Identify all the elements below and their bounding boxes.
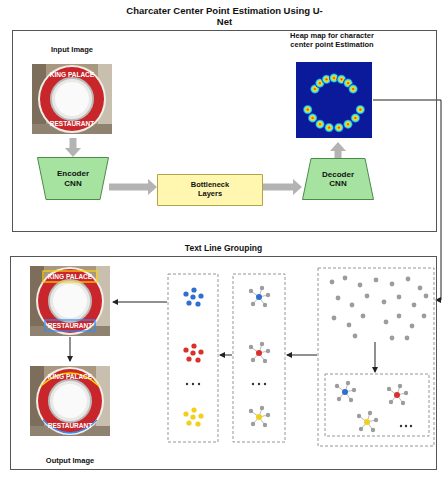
arrow-head bbox=[65, 148, 81, 157]
node-label: Encoder CNN bbox=[51, 169, 95, 187]
arrow-shaft bbox=[335, 150, 342, 158]
node-label: Input Image bbox=[28, 46, 116, 55]
node-label: Bottleneck Layers bbox=[179, 181, 241, 198]
point-clusters bbox=[183, 287, 203, 426]
node-outline bbox=[158, 175, 263, 206]
section-panel: Text Line GroupingOutput Image bbox=[10, 256, 437, 470]
block-arrow bbox=[109, 179, 157, 195]
sign-text: KING PALACE bbox=[30, 273, 110, 280]
image-node: Heap map for character center point Esti… bbox=[282, 32, 382, 142]
node-outline bbox=[303, 159, 374, 200]
node-label: Output Image bbox=[26, 457, 114, 466]
encoder-trapezoid: Encoder CNN bbox=[37, 157, 109, 200]
node-label: Heap map for character center point Esti… bbox=[282, 32, 382, 49]
arrow-shaft bbox=[109, 184, 149, 191]
center-points bbox=[330, 276, 429, 341]
block-arrow bbox=[65, 138, 81, 157]
decoder-trapezoid: Decoder CNN bbox=[302, 158, 374, 200]
process-box: Bottleneck Layers bbox=[157, 174, 263, 206]
sign-text: RESTAURANT bbox=[30, 422, 110, 429]
arrow-head bbox=[148, 179, 157, 195]
sign-text: KING PALACE bbox=[32, 71, 112, 78]
block-arrow bbox=[263, 179, 302, 195]
point-clusters bbox=[335, 381, 412, 432]
heat-map-image bbox=[296, 62, 372, 138]
node-label: Decoder CNN bbox=[316, 170, 360, 188]
point-clusters bbox=[249, 286, 270, 427]
output-photo bbox=[30, 366, 110, 436]
dashed-panel bbox=[168, 268, 434, 446]
arrow-shaft bbox=[263, 184, 294, 191]
sign-text: RESTAURANT bbox=[32, 120, 112, 127]
block-arrow bbox=[330, 142, 346, 158]
flow-arrow bbox=[70, 100, 441, 372]
arrow-shaft bbox=[70, 138, 77, 149]
sign-text: KING PALACE bbox=[30, 373, 110, 380]
section-heading: Charcater Center Point Estimation Using … bbox=[120, 6, 330, 28]
section-panel: Charcater Center Point Estimation Using … bbox=[12, 30, 437, 232]
arrow-head bbox=[293, 179, 302, 195]
output-photo bbox=[30, 266, 110, 336]
node-outline bbox=[38, 158, 109, 200]
arrow-head bbox=[330, 142, 346, 151]
input-photo bbox=[32, 64, 112, 134]
section-heading: Text Line Grouping bbox=[124, 244, 324, 254]
sign-text: RESTAURANT bbox=[30, 322, 110, 329]
